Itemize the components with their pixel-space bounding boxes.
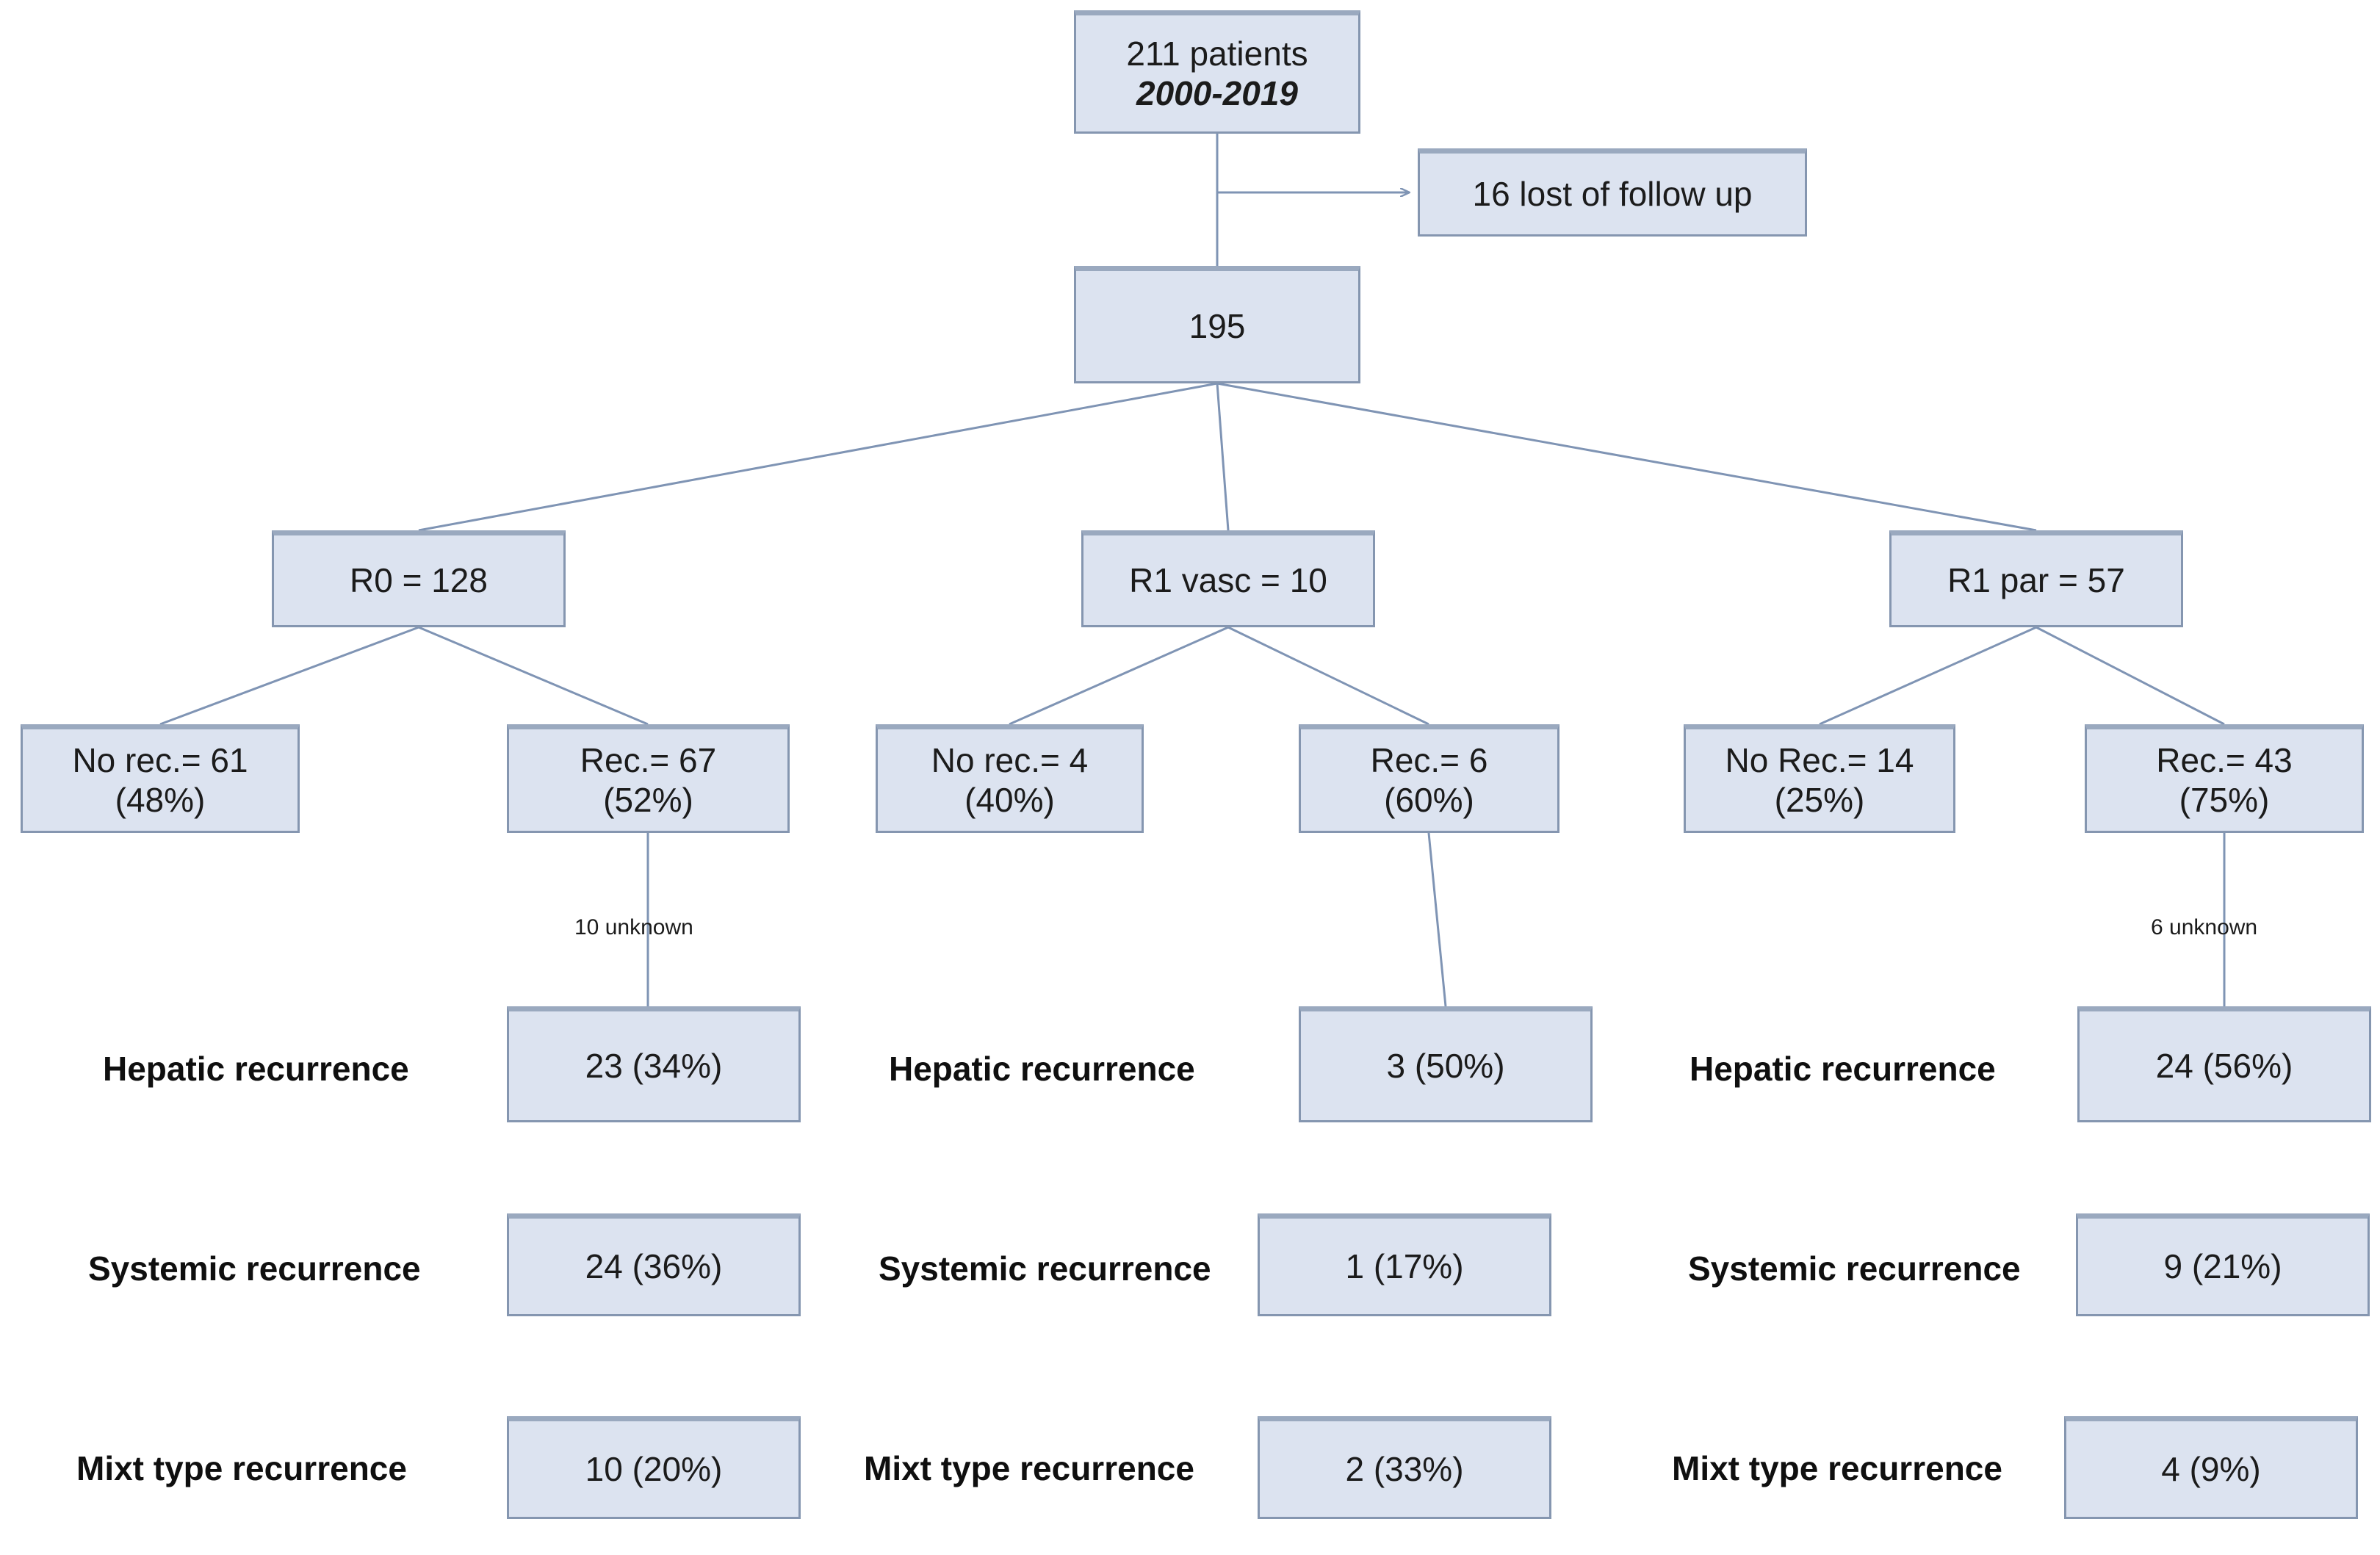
node-rp_norec[interactable]: No Rec.= 14(25%): [1684, 724, 1955, 833]
node-rp_hep[interactable]: 24 (56%): [2077, 1006, 2371, 1122]
node-rv_sys-line1: 1 (17%): [1345, 1246, 1464, 1285]
connector-r0-to-rec: [418, 626, 649, 726]
node-r0_hep[interactable]: 23 (34%): [507, 1006, 801, 1122]
node-r0_norec-line2: (48%): [115, 781, 206, 819]
node-included-line1: 195: [1189, 306, 1246, 345]
node-rp_norec-line1: No Rec.= 14: [1725, 740, 1914, 779]
node-rv_hep-line1: 3 (50%): [1386, 1046, 1505, 1085]
node-rv_hep[interactable]: 3 (50%): [1299, 1006, 1593, 1122]
node-rv_norec[interactable]: No rec.= 4(40%): [876, 724, 1144, 833]
node-r0_hep-line1: 23 (34%): [585, 1046, 723, 1085]
annotation-unknown-right: 6 unknown: [2151, 915, 2258, 939]
node-rv_mix[interactable]: 2 (33%): [1258, 1416, 1551, 1519]
row-label-hep-left: Hepatic recurrence: [103, 1050, 409, 1088]
node-r0[interactable]: R0 = 128: [272, 530, 566, 627]
node-rp_sys-line1: 9 (21%): [2163, 1246, 2282, 1285]
connector-rp-to-norec: [1819, 626, 2037, 726]
connector-rvrec-to-hep: [1427, 832, 1447, 1007]
connector-rv-to-norec: [1009, 626, 1229, 726]
connector-included-to-r1vasc: [1216, 383, 1230, 531]
row-label-sys-left: Systemic recurrence: [88, 1249, 421, 1288]
node-r1vasc[interactable]: R1 vasc = 10: [1081, 530, 1375, 627]
node-r0_norec-line1: No rec.= 61: [72, 740, 248, 779]
node-rv_norec-line1: No rec.= 4: [931, 740, 1089, 779]
node-lost[interactable]: 16 lost of follow up: [1418, 148, 1807, 237]
node-rv_rec-line1: Rec.= 6: [1370, 740, 1488, 779]
node-rp_hep-line1: 24 (56%): [2155, 1046, 2293, 1085]
node-r0_rec-line1: Rec.= 67: [580, 740, 717, 779]
node-r0_mix[interactable]: 10 (20%): [507, 1416, 801, 1519]
node-rv_sys[interactable]: 1 (17%): [1258, 1213, 1551, 1316]
node-r1par[interactable]: R1 par = 57: [1889, 530, 2183, 627]
row-label-mix-left: Mixt type recurrence: [76, 1449, 407, 1487]
node-included[interactable]: 195: [1074, 266, 1360, 383]
node-r1vasc-line1: R1 vasc = 10: [1129, 560, 1327, 599]
node-rv_rec-line2: (60%): [1384, 781, 1474, 819]
node-r0-line1: R0 = 128: [350, 560, 488, 599]
node-rv_norec-line2: (40%): [964, 781, 1055, 819]
row-label-hep-right: Hepatic recurrence: [1690, 1050, 1996, 1088]
node-rp_sys[interactable]: 9 (21%): [2076, 1213, 2370, 1316]
node-r1par-line1: R1 par = 57: [1947, 560, 2125, 599]
node-rp_rec-line2: (75%): [2179, 781, 2270, 819]
node-lost-line1: 16 lost of follow up: [1472, 174, 1753, 213]
node-rp_mix-line1: 4 (9%): [2161, 1449, 2261, 1488]
row-label-mix-mid: Mixt type recurrence: [864, 1449, 1194, 1487]
connector-included-to-r0: [418, 382, 1218, 532]
row-label-mix-right: Mixt type recurrence: [1672, 1449, 2002, 1487]
node-r0_sys[interactable]: 24 (36%): [507, 1213, 801, 1316]
connector-included-to-r1par: [1216, 382, 2037, 532]
connector-rv-to-rec: [1227, 626, 1429, 726]
node-cohort-line1: 211 patients: [1126, 34, 1308, 73]
node-rp_rec[interactable]: Rec.= 43(75%): [2085, 724, 2364, 833]
node-rv_mix-line1: 2 (33%): [1345, 1449, 1464, 1488]
node-r0_mix-line1: 10 (20%): [585, 1449, 723, 1488]
node-r0_sys-line1: 24 (36%): [585, 1246, 723, 1285]
node-r0_rec[interactable]: Rec.= 67(52%): [507, 724, 790, 833]
node-r0_norec[interactable]: No rec.= 61(48%): [21, 724, 300, 833]
row-label-sys-right: Systemic recurrence: [1688, 1249, 2021, 1288]
node-rv_rec[interactable]: Rec.= 6(60%): [1299, 724, 1559, 833]
annotation-unknown-left: 10 unknown: [574, 915, 693, 939]
row-label-sys-mid: Systemic recurrence: [879, 1249, 1211, 1288]
connector-rp-to-rec: [2035, 626, 2225, 726]
node-rp_mix[interactable]: 4 (9%): [2064, 1416, 2358, 1519]
node-rp_rec-line1: Rec.= 43: [2156, 740, 2293, 779]
node-cohort-line2: 2000-2019: [1136, 74, 1298, 112]
node-rp_norec-line2: (25%): [1774, 781, 1865, 819]
row-label-hep-mid: Hepatic recurrence: [889, 1050, 1195, 1088]
node-r0_rec-line2: (52%): [603, 781, 693, 819]
connector-r0-to-norec: [159, 626, 419, 726]
